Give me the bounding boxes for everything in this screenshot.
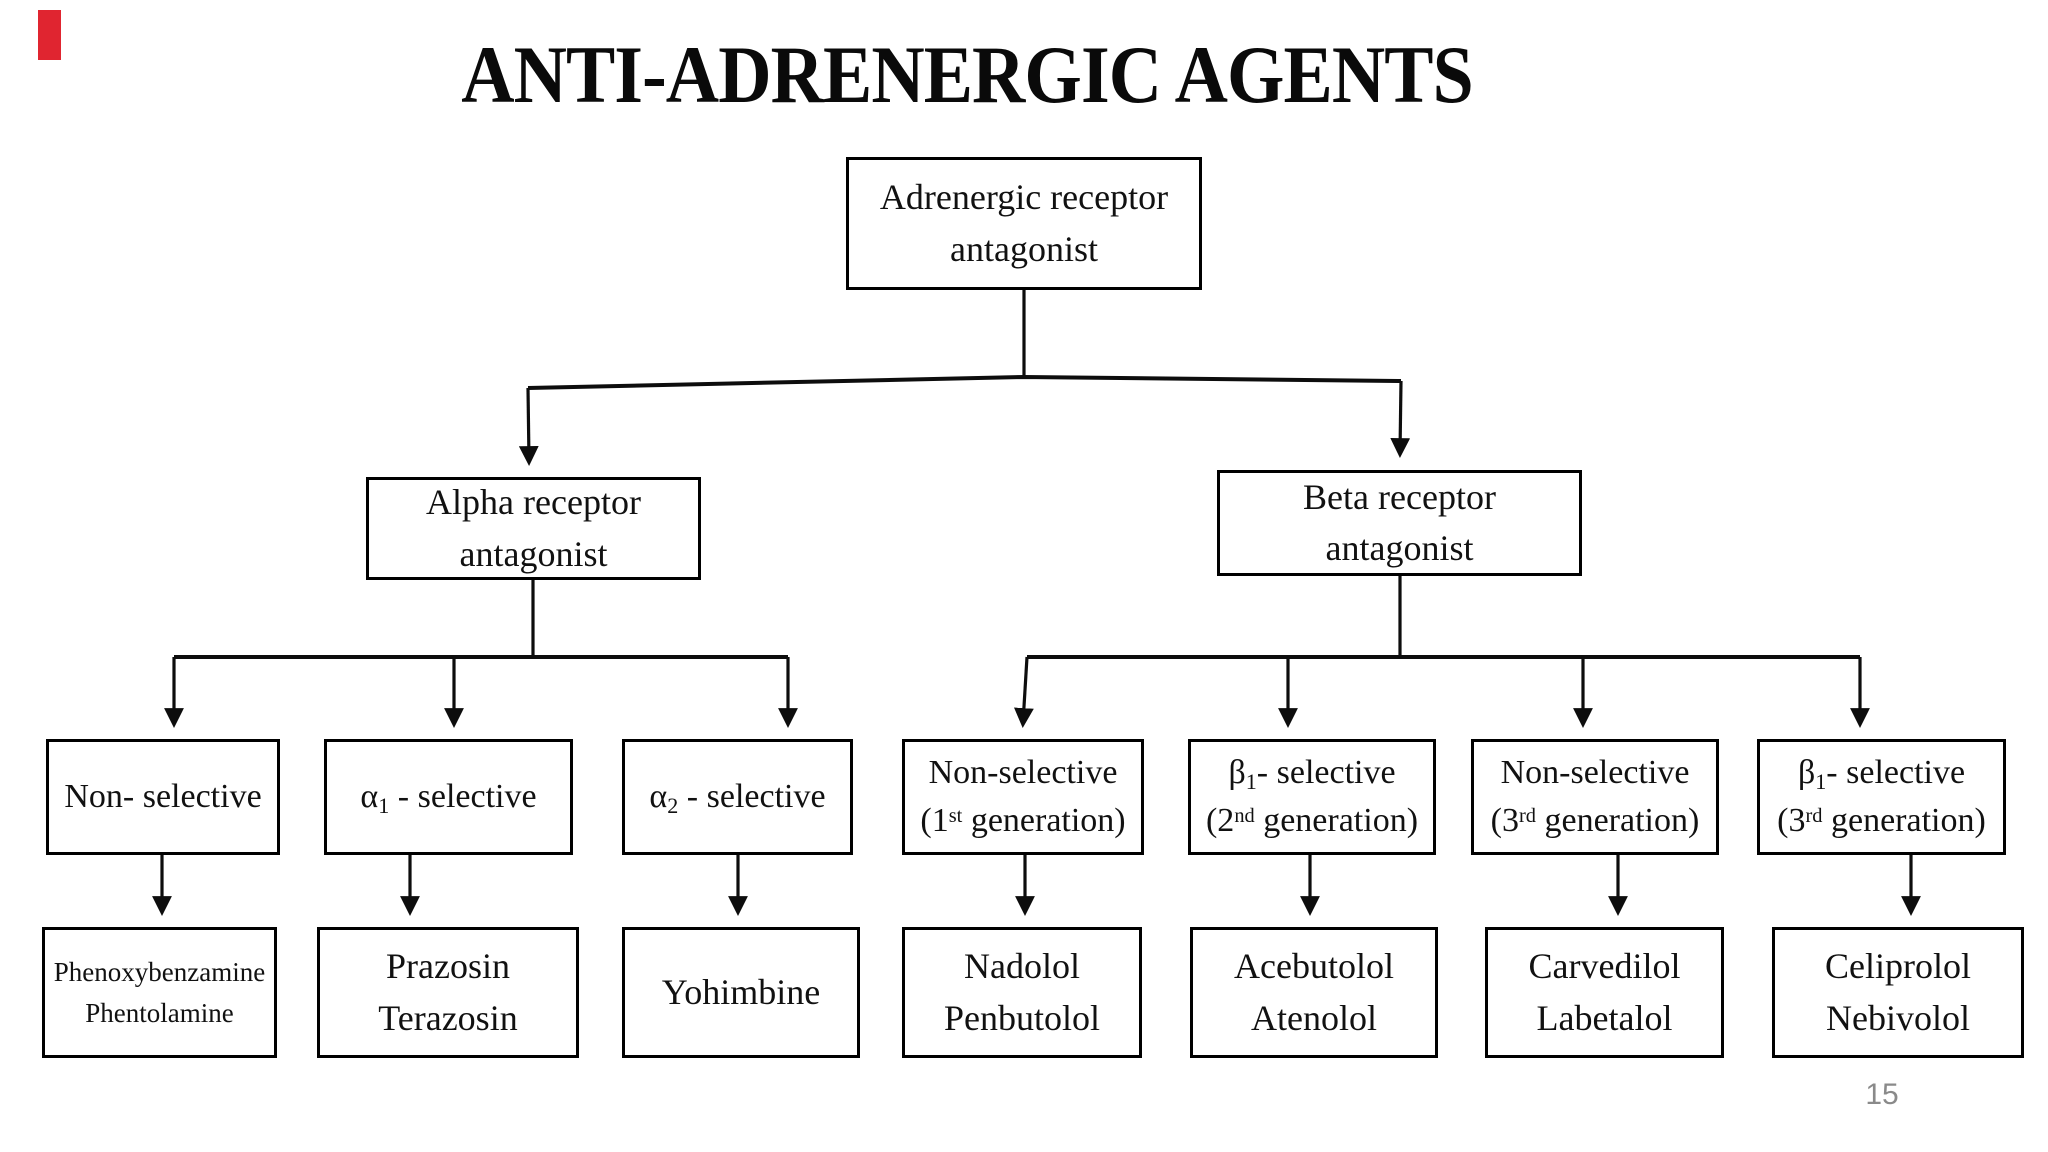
node-label-line: Non-selective — [1500, 753, 1690, 791]
node-alpha-receptor-antagonist: Alpha receptor antagonist — [366, 477, 701, 580]
node-label-line: Nadolol — [964, 946, 1080, 987]
connector-root-branch — [518, 290, 1411, 466]
node-alpha2-selective: α2 - selective — [622, 739, 853, 855]
label-text: - selective — [389, 777, 537, 815]
page-number: 15 — [1865, 1078, 1899, 1111]
node-beta-nonselective-1st-gen: Non-selective (1st generation) — [902, 739, 1144, 855]
connector-leaf-arrows — [152, 855, 1921, 916]
node-label-line: Non- selective — [64, 777, 262, 815]
node-drugs-phenoxybenzamine-phentolamine: Phenoxybenzamine Phentolamine — [42, 927, 277, 1058]
node-label-line: Non-selective — [928, 753, 1118, 791]
subscript: 1 — [1245, 768, 1257, 794]
node-drugs-carvedilol-labetalol: Carvedilol Labetalol — [1485, 927, 1724, 1058]
node-label-line: β1- selective — [1228, 749, 1395, 797]
node-label-line: Celiprolol — [1825, 946, 1971, 987]
node-label-line: antagonist — [1325, 528, 1474, 568]
label-text: generation) — [1822, 802, 1986, 839]
label-text: - selective — [1256, 753, 1396, 791]
label-text: - selective — [678, 777, 826, 815]
node-label-line: Labetalol — [1536, 997, 1673, 1038]
node-label-line: Penbutolol — [943, 997, 1100, 1038]
greek-symbol: α — [649, 777, 668, 815]
node-label-line: antagonist — [950, 228, 1098, 269]
node-drugs-yohimbine: Yohimbine — [622, 927, 860, 1058]
node-drugs-prazosin-terazosin: Prazosin Terazosin — [317, 927, 579, 1058]
node-beta-nonselective-3rd-gen: Non-selective (3rd generation) — [1471, 739, 1719, 855]
node-label-line: Phentolamine — [85, 997, 234, 1028]
label-text: (1 — [920, 802, 949, 839]
subscript: 2 — [667, 793, 679, 819]
node-label-line: β1- selective — [1798, 749, 1965, 797]
node-label-line: (3rd generation) — [1777, 797, 1986, 845]
slide-title: ANTI-ADRENERGIC AGENTS — [0, 28, 1934, 122]
red-corner-marker — [38, 10, 61, 60]
node-drugs-celiprolol-nebivolol: Celiprolol Nebivolol — [1772, 927, 2024, 1058]
subscript: 1 — [1815, 768, 1827, 794]
greek-symbol: β — [1797, 753, 1816, 791]
superscript: rd — [1805, 804, 1823, 827]
node-alpha1-selective: α1 - selective — [324, 739, 573, 855]
node-label-line: antagonist — [459, 533, 608, 574]
connector-alpha-branch — [164, 580, 798, 728]
greek-symbol: β — [1228, 753, 1246, 791]
node-alpha-nonselective: Non- selective — [46, 739, 280, 855]
node-label-line: Alpha receptor — [426, 482, 641, 523]
superscript: st — [948, 804, 963, 827]
connector-beta-branch — [1013, 576, 1870, 728]
node-label-line: (2nd generation) — [1206, 797, 1418, 845]
greek-symbol: α — [360, 777, 379, 815]
node-label-line: Acebutolol — [1234, 946, 1394, 987]
node-label-line: Nebivolol — [1826, 997, 1970, 1038]
node-label-line: Prazosin — [386, 946, 510, 987]
label-text: (3 — [1777, 802, 1806, 839]
node-drugs-acebutolol-atenolol: Acebutolol Atenolol — [1190, 927, 1438, 1058]
node-adrenergic-receptor-antagonist: Adrenergic receptor antagonist — [846, 157, 1202, 290]
node-label-line: Phenoxybenzamine — [53, 957, 266, 987]
node-label-line: Carvedilol — [1528, 946, 1681, 987]
node-beta-receptor-antagonist: Beta receptor antagonist — [1217, 470, 1582, 576]
label-text: generation) — [1254, 802, 1419, 839]
node-beta1-selective-3rd-gen: β1- selective (3rd generation) — [1757, 739, 2006, 855]
node-label-line: α1 - selective — [360, 773, 536, 821]
subscript: 1 — [378, 793, 390, 819]
label-text: (3 — [1490, 802, 1519, 839]
node-drugs-nadolol-penbutolol: Nadolol Penbutolol — [902, 927, 1142, 1058]
label-text: - selective — [1826, 753, 1966, 791]
node-beta1-selective-2nd-gen: β1- selective (2nd generation) — [1188, 739, 1436, 855]
node-label-line: Beta receptor — [1303, 476, 1496, 517]
node-label-line: Adrenergic receptor — [879, 177, 1169, 218]
label-text: (2 — [1205, 802, 1235, 839]
superscript: rd — [1519, 804, 1536, 827]
node-label-line: (3rd generation) — [1491, 797, 1700, 845]
label-text: generation) — [1536, 802, 1700, 839]
node-label-line: Terazosin — [378, 997, 518, 1038]
node-label-line: (1st generation) — [920, 797, 1125, 845]
node-label-line: α2 - selective — [649, 773, 825, 821]
slide-title-text: ANTI-ADRENERGIC AGENTS — [461, 29, 1473, 120]
node-label-line: Atenolol — [1251, 997, 1377, 1038]
label-text: generation) — [962, 802, 1126, 839]
superscript: nd — [1234, 804, 1255, 827]
node-label-line: Yohimbine — [661, 971, 821, 1012]
